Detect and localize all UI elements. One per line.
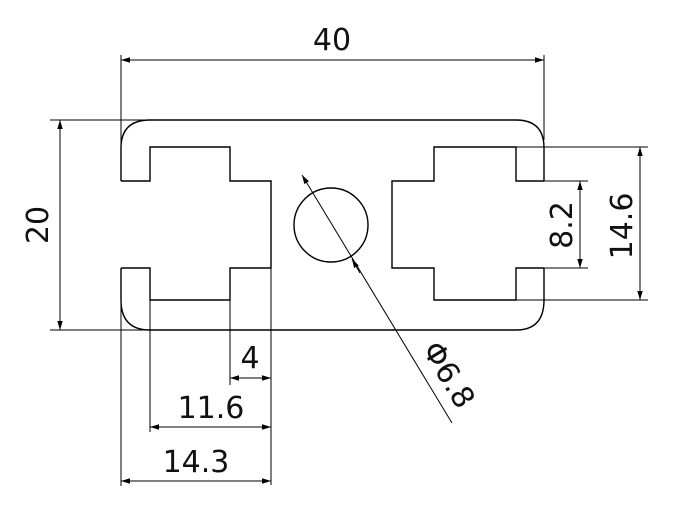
dim-slot-outer-height-label: 14.6: [605, 193, 640, 260]
profile-outline: [120, 119, 545, 331]
dim-slot-depth-label: 4: [240, 341, 259, 376]
dim-slot-depth: 4: [229, 268, 272, 485]
dim-slot-width-outer: 14.3: [120, 268, 271, 486]
center-hole: [293, 187, 369, 263]
dim-hole-diameter-label: Φ6.8: [415, 336, 482, 415]
dim-overall-width-label: 40: [313, 23, 351, 58]
dim-overall-width: 40: [120, 23, 545, 181]
dim-overall-height: 20: [21, 119, 520, 331]
dim-slot-width-outer-label: 14.3: [163, 445, 230, 480]
dim-slot-inner-height-label: 8.2: [545, 201, 580, 249]
dim-overall-height-label: 20: [21, 206, 56, 244]
dim-slot-width-inner-label: 11.6: [178, 391, 245, 426]
dim-slot-outer-height: 14.6: [516, 146, 648, 301]
dim-slot-width-inner: 11.6: [149, 300, 271, 432]
dim-slot-inner-height: 8.2: [544, 180, 588, 269]
